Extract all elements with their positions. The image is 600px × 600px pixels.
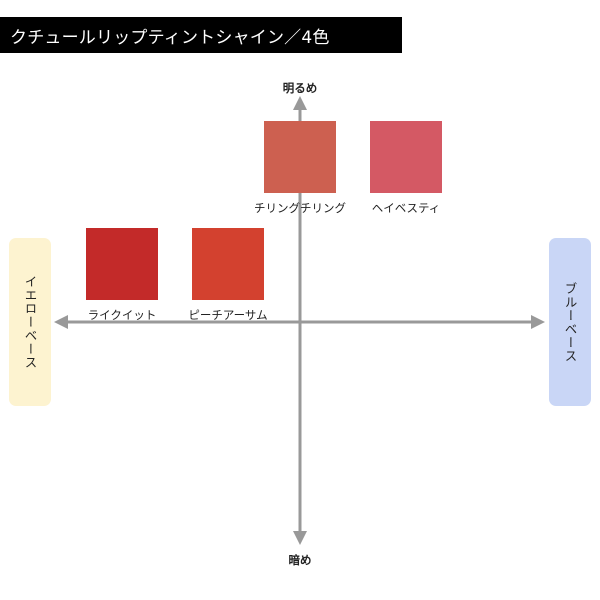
arrow-left-icon	[54, 315, 68, 329]
arrow-right-icon	[531, 315, 545, 329]
swatch-label-chilling-chilling: チリングチリング	[254, 201, 346, 215]
blue-base-box: ブルーベース	[549, 238, 591, 406]
swatch-label-peach-awesome: ピーチアーサム	[188, 308, 268, 322]
axis-label-left: イエローベース	[22, 274, 38, 370]
axis-label-bottom: 暗め	[288, 553, 312, 567]
yellow-base-box: イエローベース	[9, 238, 51, 406]
swatch-peach-awesome	[192, 228, 264, 300]
swatch-label-like-it: ライクイット	[87, 308, 157, 322]
swatch-hey-besty	[370, 121, 442, 193]
arrow-up-icon	[293, 96, 307, 110]
page-title: クチュールリップティントシャイン／4色	[0, 17, 402, 53]
arrow-down-icon	[293, 531, 307, 545]
swatch-like-it	[86, 228, 158, 300]
swatch-label-hey-besty: ヘイベスティ	[371, 201, 441, 215]
axis-label-top: 明るめ	[282, 81, 318, 95]
axis-label-right: ブルーベース	[562, 281, 578, 363]
swatch-chilling-chilling	[264, 121, 336, 193]
